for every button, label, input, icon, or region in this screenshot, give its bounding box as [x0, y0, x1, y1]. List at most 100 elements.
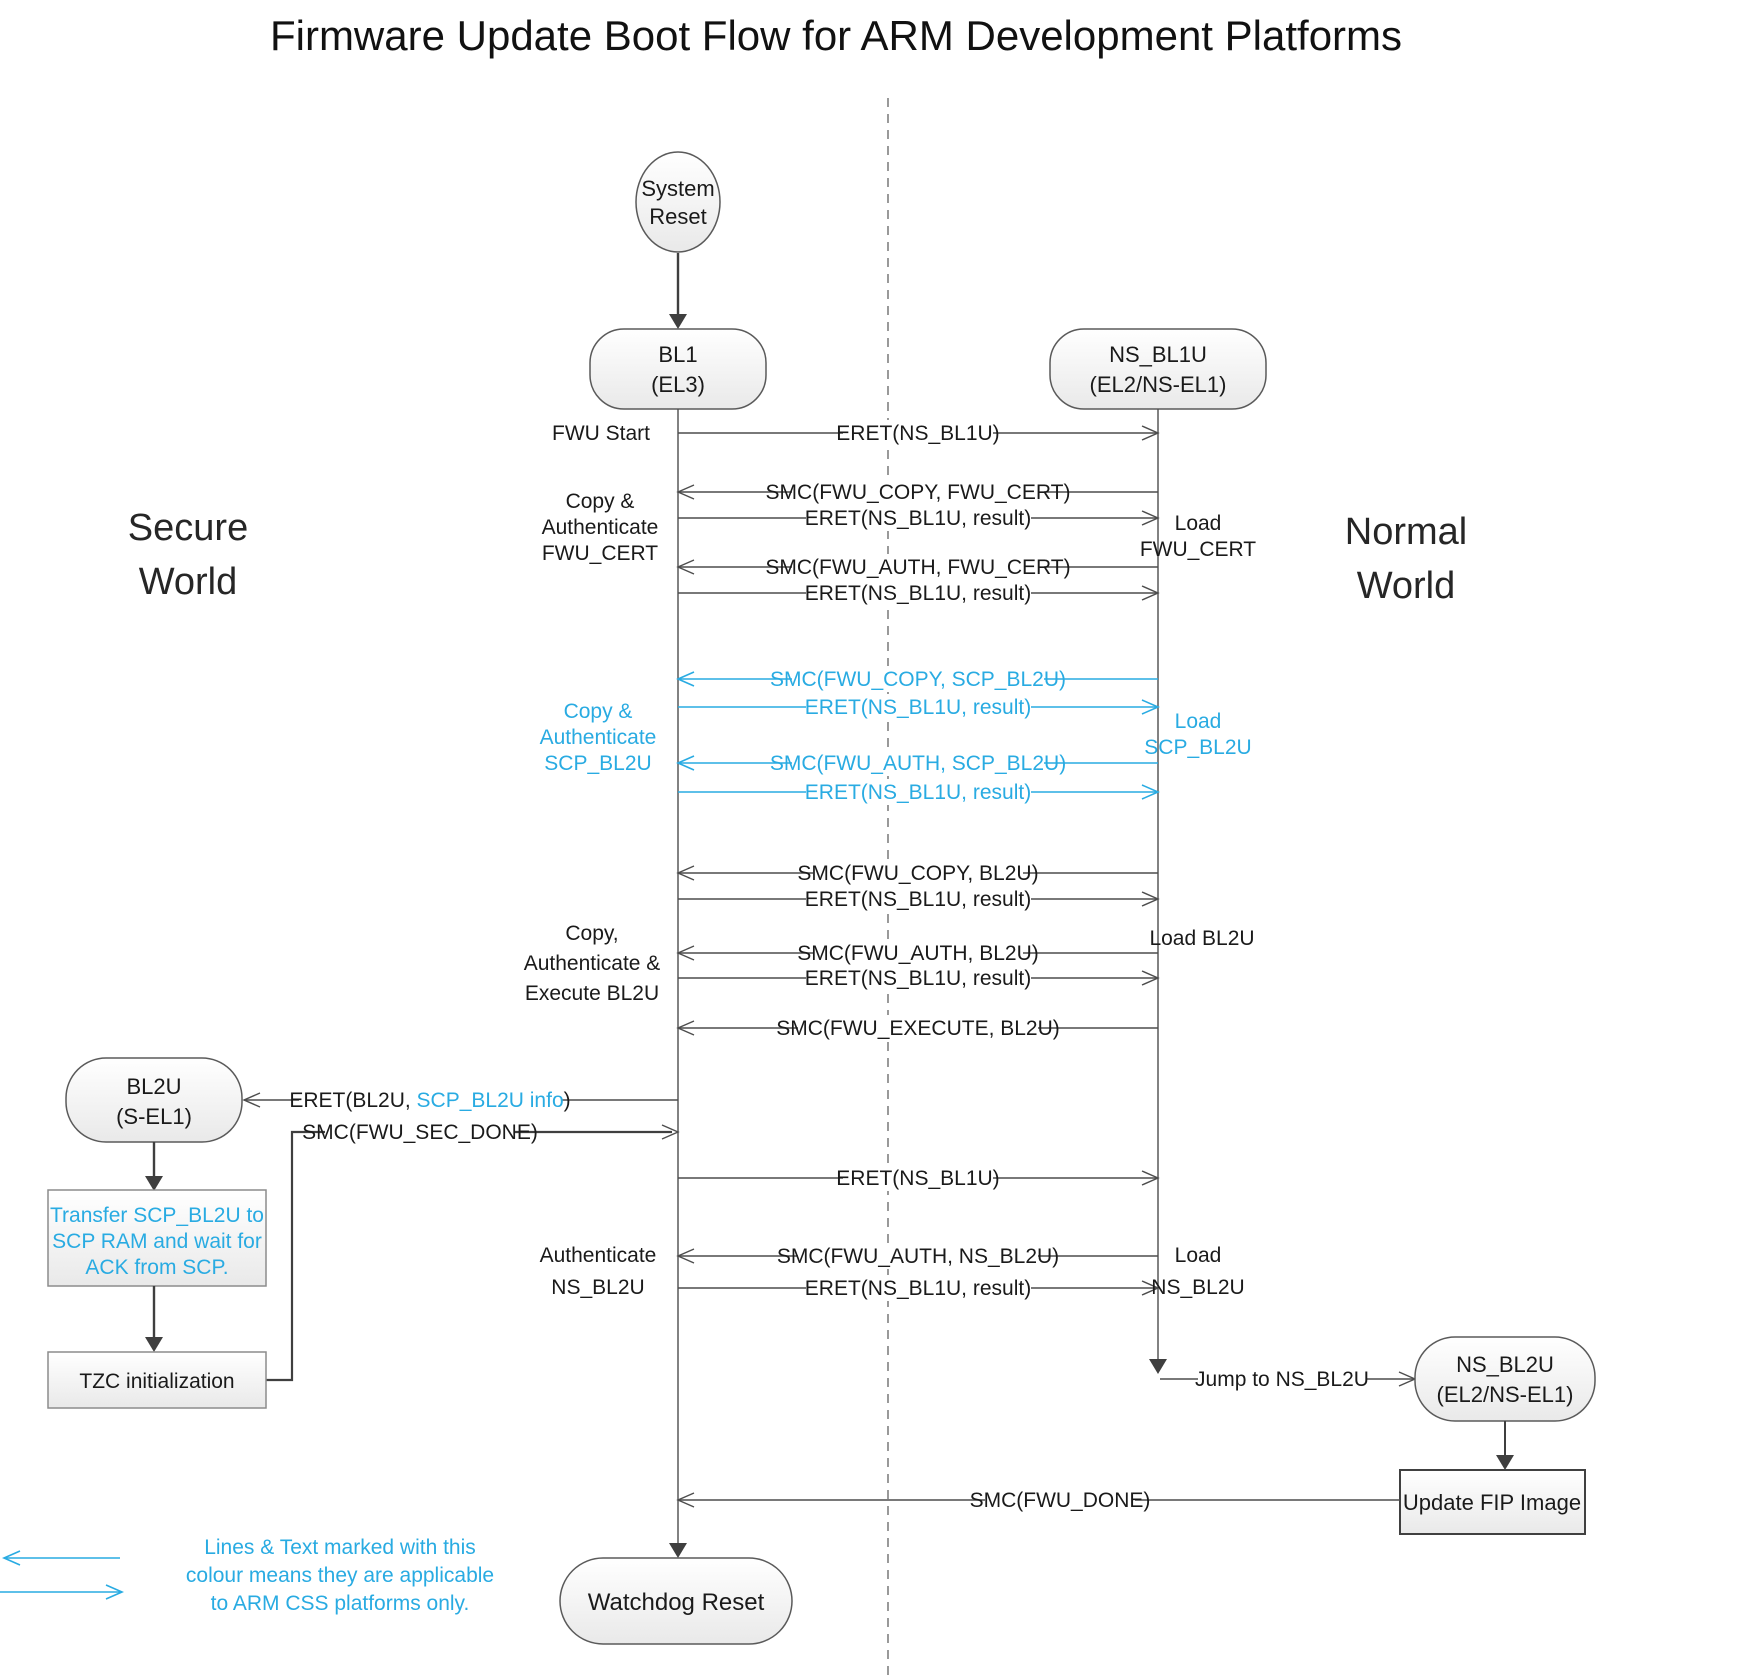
- label-bg: [806, 505, 1031, 531]
- watchdog-reset-label: Watchdog Reset: [588, 1589, 765, 1616]
- load-ns-bl2u-label: Load NS_BL2U: [1151, 1244, 1244, 1299]
- message-label: SMC(FWU_AUTH, FWU_CERT): [765, 556, 1070, 579]
- message-label: SMC(FWU_SEC_DONE): [302, 1121, 538, 1144]
- transfer-line1: Transfer SCP_BL2U to: [50, 1204, 264, 1227]
- message-label: SMC(FWU_AUTH, BL2U): [797, 942, 1039, 965]
- message-jump-to-ns-bl2u: Jump to NS_BL2U: [1160, 1366, 1417, 1392]
- message-eret-result-7: ERET(NS_BL1U, result): [678, 1275, 1160, 1301]
- legend-line1: Lines & Text marked with this: [204, 1536, 476, 1559]
- message-label: ERET(BL2U, SCP_BL2U info): [289, 1089, 570, 1112]
- label-line2: Authenticate: [542, 516, 659, 539]
- bl1-line2: (EL3): [651, 372, 705, 397]
- arrowhead-left-icon: [676, 1492, 695, 1508]
- label-line3: SCP_BL2U: [544, 752, 651, 775]
- bl1-line1: BL1: [658, 342, 697, 367]
- arrowhead-down-icon: [1496, 1455, 1514, 1470]
- arrowhead-right-icon: [1141, 970, 1160, 986]
- message-eret-result-2: ERET(NS_BL1U, result): [678, 580, 1160, 606]
- message-label: ERET(NS_BL1U, result): [805, 1277, 1031, 1300]
- label-bg: [843, 1165, 993, 1191]
- label-bg: [325, 1119, 515, 1145]
- arrowhead-right-icon: [1141, 425, 1160, 441]
- bl2u-line2: (S-EL1): [116, 1104, 192, 1129]
- arrowhead-down-icon: [145, 1337, 163, 1352]
- arrowhead-left-icon: [676, 484, 695, 500]
- label-bg: [813, 940, 1023, 966]
- message-label: SMC(FWU_COPY, BL2U): [797, 862, 1038, 885]
- message-smc-fwu-execute-bl2u: SMC(FWU_EXECUTE, BL2U): [676, 1015, 1158, 1041]
- load-scp-bl2u-label: Load SCP_BL2U: [1144, 710, 1251, 759]
- load-bl2u-label: Load BL2U: [1149, 927, 1254, 950]
- transfer-line2: SCP RAM and wait for: [52, 1230, 262, 1253]
- message-label: ERET(NS_BL1U, result): [805, 696, 1031, 719]
- label-line1: Authenticate: [540, 1244, 657, 1267]
- arrowhead-right-icon: [1141, 1280, 1160, 1296]
- watchdog-reset-shape: [559, 1557, 793, 1645]
- label-bg: [299, 1087, 561, 1113]
- arrowhead-right-icon: [1141, 510, 1160, 526]
- copy-auth-scp-bl2u-label: Copy & Authenticate SCP_BL2U: [540, 700, 657, 775]
- secure-world-line1: Secure: [128, 507, 248, 549]
- label-line1: Load: [1175, 710, 1222, 733]
- arrowhead-left-icon: [242, 1092, 261, 1108]
- label-line2: NS_BL2U: [551, 1276, 644, 1299]
- label-bg: [792, 479, 1044, 505]
- label-line3: FWU_CERT: [542, 542, 658, 565]
- secure-world-label: Secure World: [128, 507, 248, 603]
- message-eret-result-6: ERET(NS_BL1U, result): [678, 965, 1160, 991]
- label-bg: [798, 1015, 1038, 1041]
- message-label: SMC(FWU_AUTH, SCP_BL2U): [770, 752, 1066, 775]
- tzc-init-box: TZC initialization: [47, 1351, 267, 1409]
- label-bg: [806, 965, 1031, 991]
- label-line2: NS_BL2U: [1151, 1276, 1244, 1299]
- message-eret-ns-bl1u-2: ERET(NS_BL1U): [678, 1165, 1160, 1191]
- arrowhead-down-icon: [145, 1176, 163, 1191]
- message-eret-result-4: ERET(NS_BL1U, result): [678, 779, 1160, 805]
- transfer-to-tzc-arrow: [145, 1286, 163, 1352]
- normal-world-line1: Normal: [1345, 511, 1467, 553]
- ns-bl2u-node: NS_BL2U (EL2/NS-EL1): [1414, 1336, 1596, 1422]
- arrowhead-right-icon: [105, 1584, 124, 1600]
- arrowhead-left-icon: [676, 755, 695, 771]
- system-reset-line2: Reset: [649, 204, 706, 229]
- label-line2: FWU_CERT: [1140, 538, 1256, 561]
- ns-bl2u-to-update-fip-arrow: [1496, 1421, 1514, 1470]
- ns-bl1u-line2: (EL2/NS-EL1): [1090, 372, 1227, 397]
- arrowhead-right-icon: [1141, 585, 1160, 601]
- message-label: SMC(FWU_AUTH, NS_BL2U): [777, 1245, 1059, 1268]
- system-reset-to-bl1-arrow: [669, 253, 687, 329]
- arrowhead-left-icon: [676, 1248, 695, 1264]
- bl2u-to-transfer-arrow: [145, 1142, 163, 1191]
- update-fip-label: Update FIP Image: [1403, 1490, 1581, 1515]
- arrowhead-right-icon: [1141, 1170, 1160, 1186]
- fwu-start-label: FWU Start: [552, 422, 650, 445]
- message-smc-fwu-auth-ns-bl2u: SMC(FWU_AUTH, NS_BL2U): [676, 1243, 1158, 1269]
- ns-bl2u-line2: (EL2/NS-EL1): [1437, 1382, 1574, 1407]
- label-bg: [798, 1243, 1038, 1269]
- arrowhead-left-icon: [676, 671, 695, 687]
- arrowhead-left-icon: [676, 945, 695, 961]
- message-label: SMC(FWU_DONE): [970, 1489, 1151, 1512]
- ns-bl1u-lifeline-arrowhead-icon: [1149, 1359, 1167, 1374]
- label-bg: [843, 420, 993, 446]
- message-smc-fwu-auth-fwu-cert: SMC(FWU_AUTH, FWU_CERT): [676, 554, 1158, 580]
- message-smc-fwu-copy-fwu-cert: SMC(FWU_COPY, FWU_CERT): [676, 479, 1158, 505]
- ns-bl2u-shape: [1414, 1336, 1596, 1422]
- label-line2: Authenticate: [540, 726, 657, 749]
- label-line1: Copy &: [566, 490, 635, 513]
- update-fip-box: Update FIP Image: [1399, 1469, 1586, 1535]
- label-bg: [813, 860, 1023, 886]
- label-part-black1: ERET(BL2U,: [289, 1089, 416, 1112]
- message-smc-fwu-copy-scp-bl2u: SMC(FWU_COPY, SCP_BL2U): [676, 666, 1158, 692]
- label-bg: [806, 1275, 1031, 1301]
- copy-auth-exec-bl2u-label: Copy, Authenticate & Execute BL2U: [524, 922, 661, 1005]
- label-bg: [792, 750, 1044, 776]
- tzc-init-shape: [47, 1351, 267, 1409]
- label-bg: [1198, 1366, 1366, 1392]
- label-line1: Copy &: [564, 700, 633, 723]
- arrowhead-left-icon: [676, 1020, 695, 1036]
- bl2u-shape: [65, 1057, 243, 1143]
- message-smc-fwu-auth-scp-bl2u: SMC(FWU_AUTH, SCP_BL2U): [676, 750, 1158, 776]
- message-eret-result-3: ERET(NS_BL1U, result): [678, 694, 1160, 720]
- arrowhead-right-icon: [661, 1124, 680, 1140]
